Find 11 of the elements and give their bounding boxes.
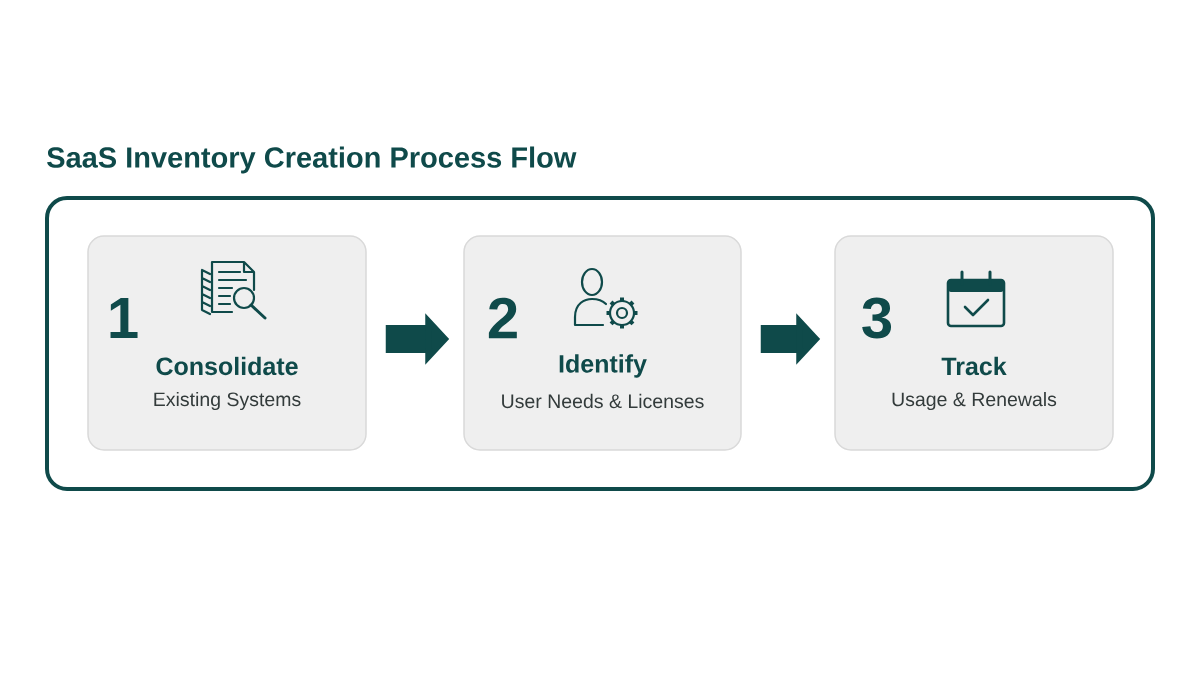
- step-description: Usage & Renewals: [892, 391, 1057, 411]
- title: SaaS Inventory Creation Process Flow: [47, 146, 577, 174]
- step-number: 2: [488, 297, 517, 339]
- step-heading: Consolidate: [156, 356, 298, 376]
- step-number: 3: [862, 297, 892, 339]
- frame-box: [45, 196, 1155, 491]
- step-description: Existing Systems: [154, 391, 301, 411]
- step-heading: Identify: [559, 354, 647, 378]
- step-description: User Needs & Licenses: [502, 393, 704, 409]
- step-heading: Track: [941, 356, 1007, 376]
- step-number: 1: [110, 298, 138, 338]
